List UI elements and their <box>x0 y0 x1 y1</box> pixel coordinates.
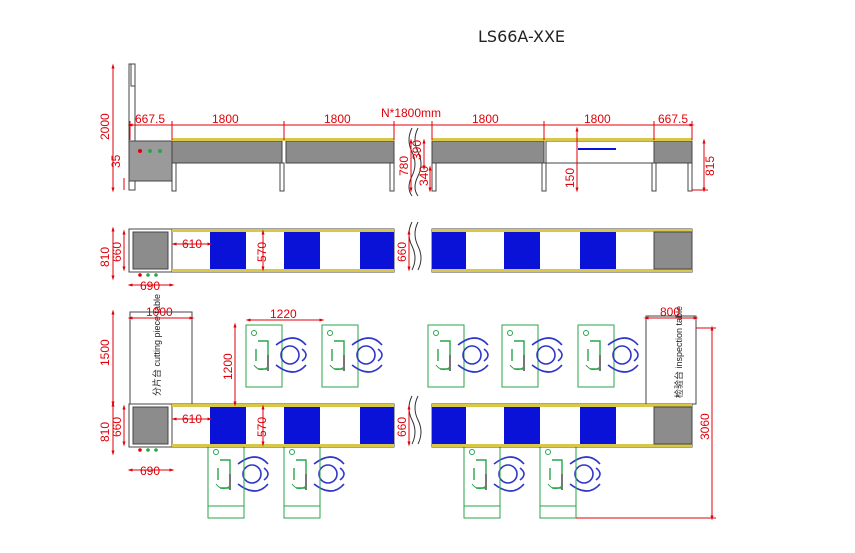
top-dim-610: 610 <box>182 237 202 251</box>
side-dim-390: 390 <box>410 140 424 160</box>
side-dim-seg-4: 1800 <box>584 112 611 126</box>
side-end <box>653 140 693 164</box>
side-dim-150: 150 <box>563 168 577 188</box>
top-dim-690: 690 <box>140 279 160 293</box>
workstation-top-5 <box>577 324 639 388</box>
workstation-bottom-1 <box>207 443 269 507</box>
layout-dim-570: 570 <box>255 417 269 437</box>
layout-belt-pads <box>210 407 616 444</box>
workstation-bottom-4 <box>539 443 601 507</box>
workstation-top-3 <box>427 324 489 388</box>
side-segment-4 <box>545 140 655 164</box>
layout-view: 分片台 cutting piece table 检验台 inspection t… <box>98 294 716 521</box>
workstation-top-4 <box>501 324 563 388</box>
dim-station-depth: 1200 <box>221 353 235 380</box>
inspection-table-label: 检验台 inspection table <box>673 306 684 398</box>
dim-inspection-width: 800 <box>660 305 680 319</box>
workstation-bottom-3 <box>463 443 525 507</box>
side-dim-780: 780 <box>397 156 411 176</box>
top-view: 810 660 660 610 570 690 <box>98 221 693 293</box>
side-dim-seg-3: 1800 <box>472 112 499 126</box>
side-segment-1 <box>171 140 283 164</box>
layout-dim-660-right: 660 <box>395 417 409 437</box>
top-dim-810: 810 <box>98 247 112 267</box>
drawing-title: LS66A-XXE <box>478 27 566 46</box>
side-dim-n: N*1800mm <box>381 106 441 120</box>
cutting-table <box>129 311 193 405</box>
workstation-top-1 <box>245 324 307 388</box>
dim-cutting-width: 1000 <box>146 305 173 319</box>
inspection-table <box>645 315 697 405</box>
cutting-table-label: 分片台 cutting piece table <box>151 294 162 396</box>
side-dim-right-end: 667.5 <box>658 112 688 126</box>
workstation-top-2 <box>321 324 383 388</box>
layout-dim-810: 810 <box>98 422 112 442</box>
side-dim-foot: 35 <box>109 154 123 168</box>
side-dim-seg-2: 1800 <box>324 112 351 126</box>
workstation-bottom-2 <box>283 443 345 507</box>
layout-dim-690: 690 <box>140 464 160 478</box>
top-belt-pads <box>210 232 616 269</box>
top-dim-660: 660 <box>110 242 124 262</box>
layout-dim-610: 610 <box>182 412 202 426</box>
top-dim-570: 570 <box>255 242 269 262</box>
control-box <box>128 140 173 182</box>
side-segment-2 <box>285 140 395 164</box>
top-dim-660-right: 660 <box>395 242 409 262</box>
side-dim-height: 2000 <box>98 113 112 140</box>
side-dim-815: 815 <box>703 156 717 176</box>
side-segment-3 <box>431 140 545 164</box>
side-dim-seg-1: 1800 <box>212 112 239 126</box>
side-dim-left-end: 667.5 <box>135 112 165 126</box>
side-view: 667.5 1800 1800 N*1800mm 1800 1800 667.5… <box>98 63 717 197</box>
dim-cutting-height: 1500 <box>98 339 112 366</box>
side-dim-340: 340 <box>417 166 431 186</box>
dim-station-pitch: 1220 <box>270 307 297 321</box>
dim-total-depth: 3060 <box>698 413 712 440</box>
layout-dim-660: 660 <box>110 417 124 437</box>
